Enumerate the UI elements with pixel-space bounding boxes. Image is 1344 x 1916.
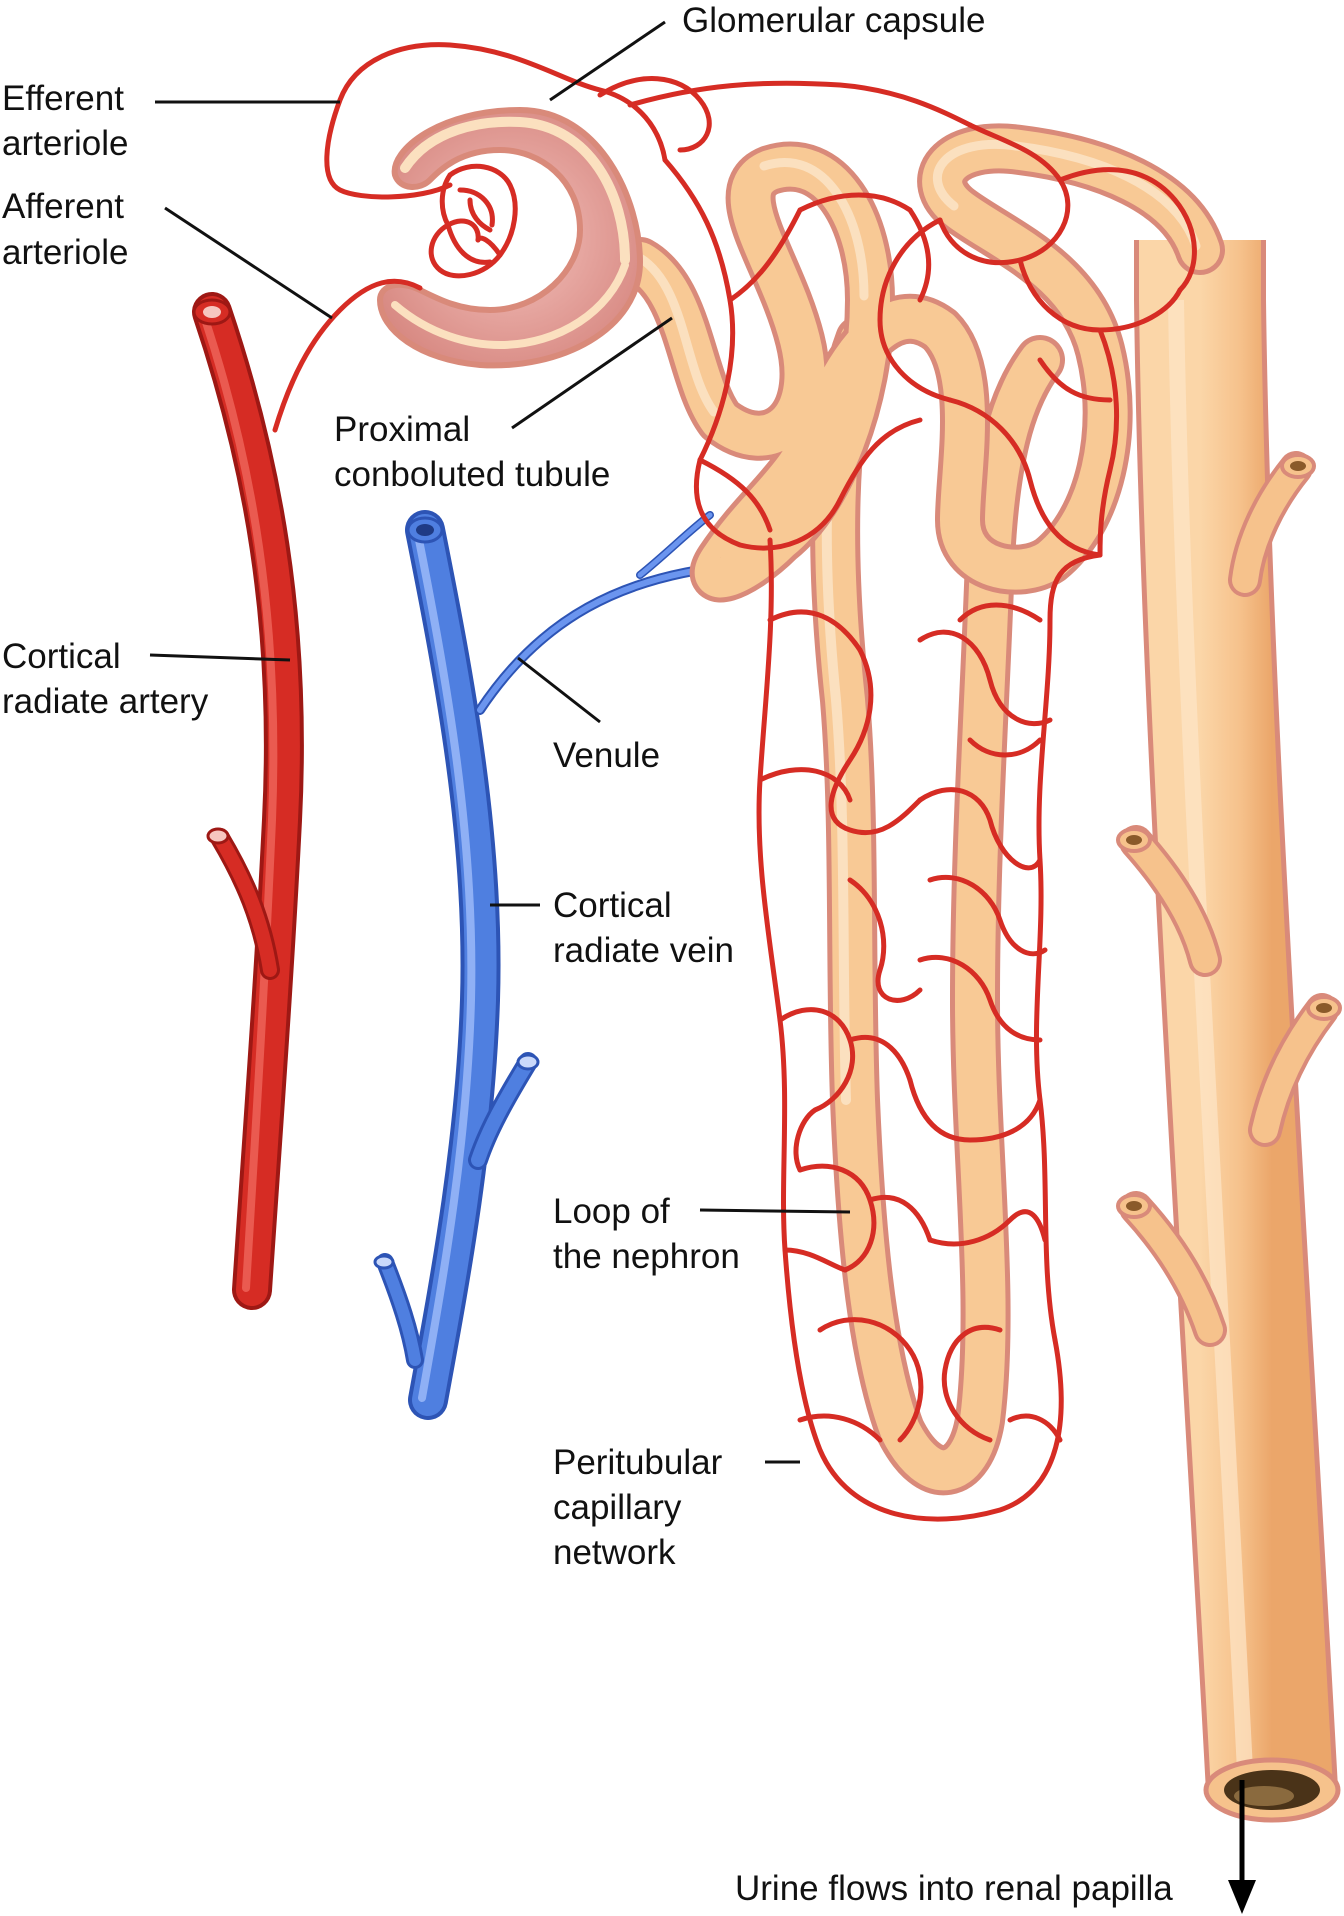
label-cortical-radiate-vein-line2: radiate vein bbox=[553, 931, 734, 970]
leader-lines bbox=[149, 20, 851, 1464]
label-peritubular-network-line3: network bbox=[553, 1533, 676, 1572]
label-cortical-radiate-artery-line1: Cortical bbox=[2, 637, 121, 676]
peritubular-capillary-network bbox=[597, 76, 1197, 1522]
label-urine-flow: Urine flows into renal papilla bbox=[735, 1869, 1173, 1908]
label-glomerular-capsule: Glomerular capsule bbox=[682, 1, 985, 40]
label-peritubular-network-line2: capillary bbox=[553, 1488, 682, 1527]
proximal-convoluted-tubule bbox=[615, 123, 1225, 603]
label-efferent-arteriole-line2: arteriole bbox=[2, 124, 128, 163]
label-loop-of-nephron-line2: the nephron bbox=[553, 1237, 740, 1276]
collecting-duct bbox=[1116, 240, 1342, 1823]
cortical-radiate-vein bbox=[373, 510, 745, 1420]
label-proximal-tubule-line2: conboluted tubule bbox=[334, 455, 610, 494]
label-afferent-arteriole-line2: arteriole bbox=[2, 233, 128, 272]
glomerulus bbox=[428, 163, 518, 279]
label-cortical-radiate-vein-line1: Cortical bbox=[553, 886, 672, 925]
label-afferent-arteriole-line1: Afferent bbox=[2, 187, 124, 226]
glomerular-capsule bbox=[376, 106, 644, 369]
cortical-radiate-artery bbox=[192, 292, 304, 1310]
label-proximal-tubule-line1: Proximal bbox=[334, 410, 470, 449]
loop-of-nephron bbox=[810, 315, 1065, 1496]
label-cortical-radiate-artery-line2: radiate artery bbox=[2, 682, 209, 721]
label-venule: Venule bbox=[553, 736, 660, 775]
label-loop-of-nephron-line1: Loop of bbox=[553, 1192, 670, 1231]
urine-flow-arrow bbox=[1228, 1780, 1256, 1914]
label-efferent-arteriole-line1: Efferent bbox=[2, 79, 124, 118]
labels: Glomerular capsule Efferent arteriole Af… bbox=[2, 1, 1173, 1908]
label-peritubular-network-line1: Peritubular bbox=[553, 1443, 723, 1482]
